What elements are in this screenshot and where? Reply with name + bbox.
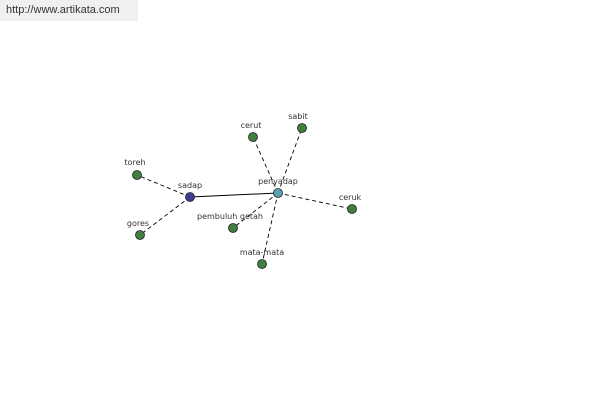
node-label-mata-mata: mata-mata bbox=[240, 248, 284, 257]
node-mata-mata[interactable] bbox=[257, 259, 267, 269]
edge-penyadap-mata-mata bbox=[261, 192, 279, 265]
edge-penyadap-ceruk bbox=[277, 192, 353, 210]
node-sabit[interactable] bbox=[297, 123, 307, 133]
edge-penyadap-pembuluh-getah bbox=[232, 192, 279, 229]
edge-penyadap-sabit bbox=[277, 127, 303, 194]
url-label: http://www.artikata.com bbox=[0, 0, 138, 21]
edge-sadap-gores bbox=[139, 196, 191, 236]
node-ceruk[interactable] bbox=[347, 204, 357, 214]
edge-sadap-toreh bbox=[136, 174, 191, 198]
node-label-toreh: toreh bbox=[124, 158, 145, 167]
edge-penyadap-cerut bbox=[252, 136, 279, 194]
node-sadap[interactable] bbox=[185, 192, 195, 202]
node-label-penyadap: penyadap bbox=[258, 177, 298, 186]
node-penyadap[interactable] bbox=[273, 188, 283, 198]
edge-sadap-penyadap bbox=[189, 192, 279, 198]
node-gores[interactable] bbox=[135, 230, 145, 240]
node-label-cerut: cerut bbox=[241, 121, 262, 130]
node-toreh[interactable] bbox=[132, 170, 142, 180]
node-cerut[interactable] bbox=[248, 132, 258, 142]
node-label-sabit: sabit bbox=[288, 112, 308, 121]
node-label-pembuluh-getah: pembuluh getah bbox=[197, 212, 263, 221]
node-pembuluh-getah[interactable] bbox=[228, 223, 238, 233]
node-label-sadap: sadap bbox=[178, 181, 202, 190]
node-label-gores: gores bbox=[127, 219, 149, 228]
node-label-ceruk: ceruk bbox=[339, 193, 362, 202]
